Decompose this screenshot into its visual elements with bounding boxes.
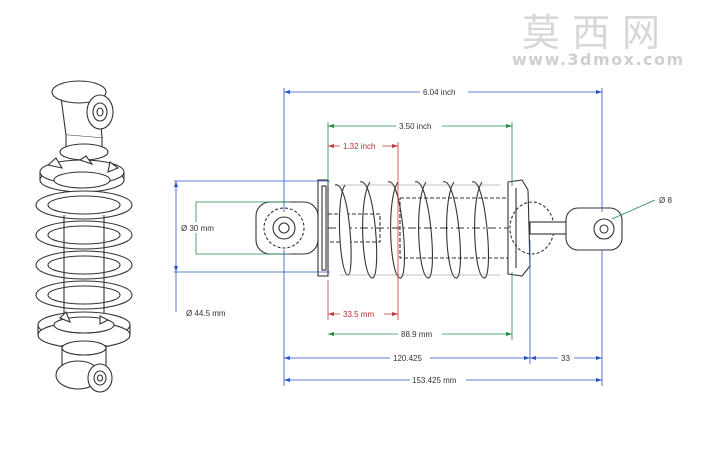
dim-overall-inch: 6.04 inch [423,88,455,97]
dim-body-inch: 1.32 inch [343,142,375,151]
side-shock-view [255,179,623,279]
dimension-arrowheads [174,90,602,382]
watermark-title: 莫西网 [522,11,673,55]
dimension-labels: 6.04 inch 3.50 inch 1.32 inch Ø 30 mm Ø … [179,86,672,385]
dim-spring-mm: 88.9 mm [401,330,432,339]
isometric-shock-view [35,80,133,393]
dim-pin-diameter: Ø 8 [659,196,672,205]
watermark-url: www.3dmox.com [512,50,685,69]
dim-body-mm: 33.5 mm [343,310,374,319]
dim-eye-diameter: Ø 30 mm [181,224,214,233]
dim-length-120: 120.425 [393,354,422,363]
dim-length-33: 33 [561,354,570,363]
dim-length-total: 153.425 mm [412,376,457,385]
dim-spring-diameter: Ø 44.5 mm [186,309,226,318]
dim-spring-inch: 3.50 inch [399,122,431,131]
